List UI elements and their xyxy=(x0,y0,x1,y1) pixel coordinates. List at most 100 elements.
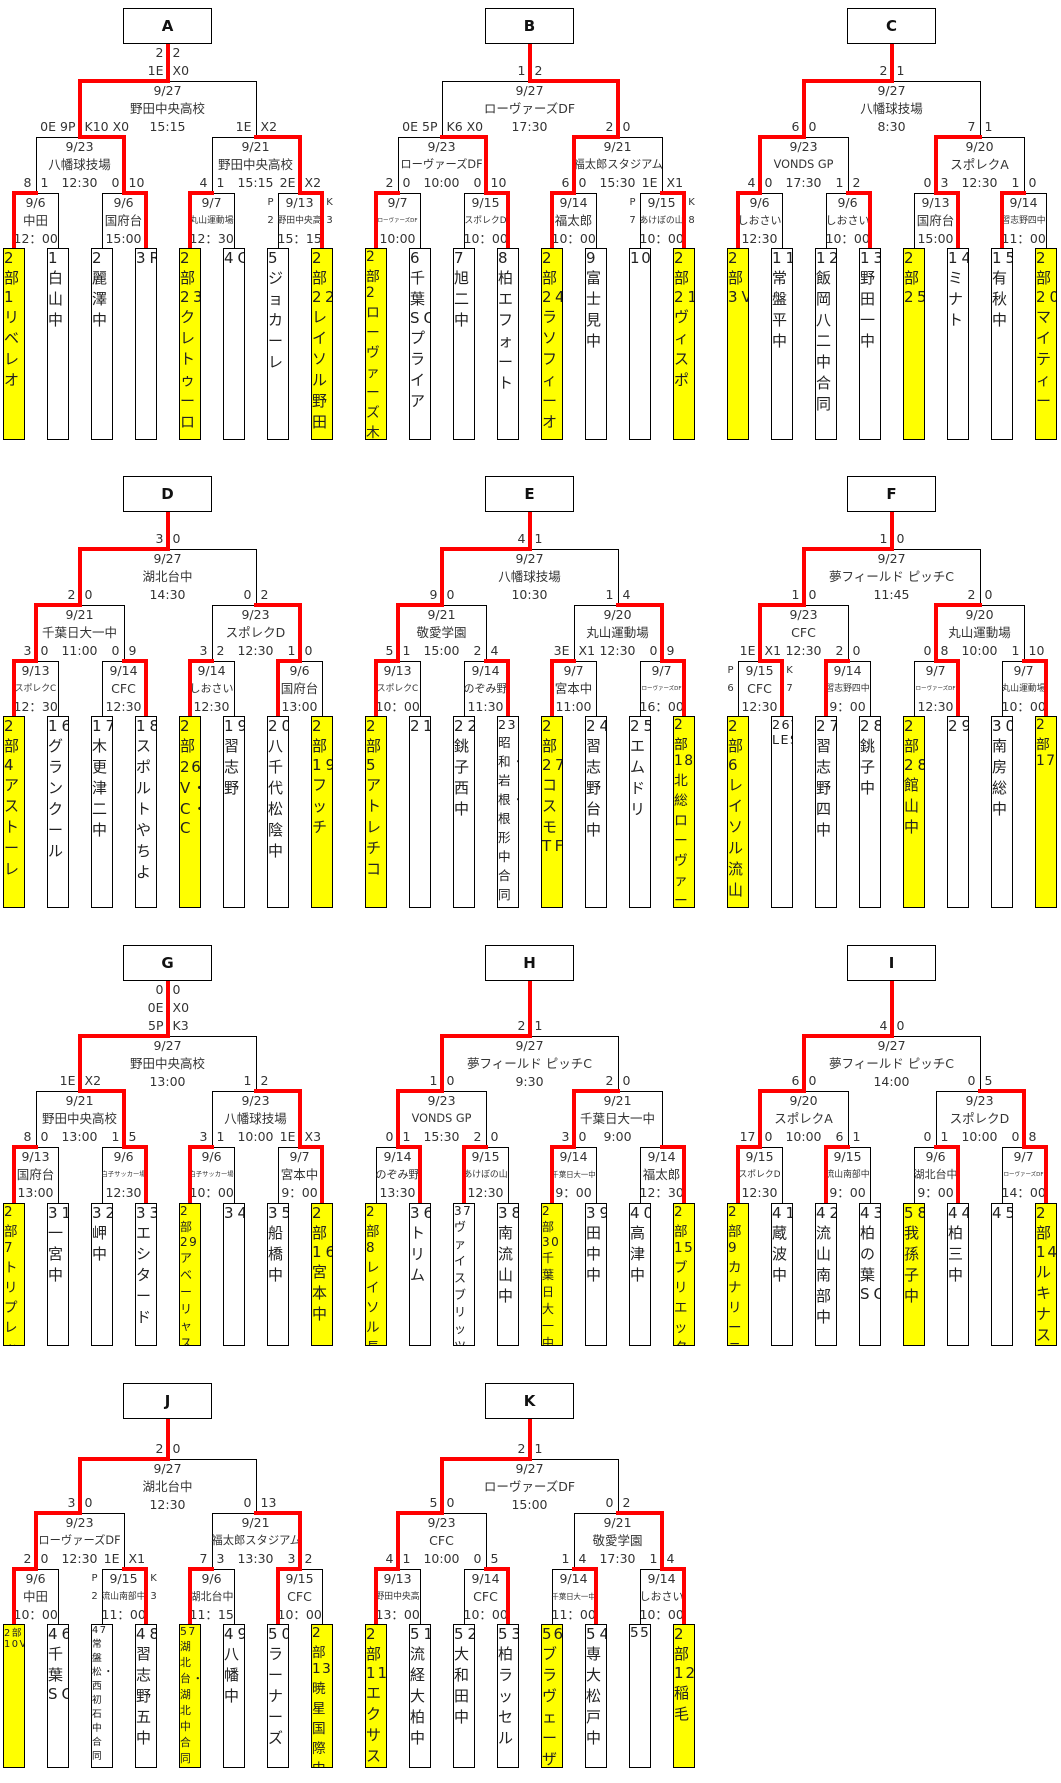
team-box[interactable]: 30南房総中 xyxy=(991,716,1013,908)
team-box[interactable]: 37ヴァイスブリッツ xyxy=(453,1203,475,1346)
team-box[interactable]: 2部4アストーレ xyxy=(3,716,25,908)
team-box[interactable]: 2部2ローヴァーズ木更津 xyxy=(365,248,387,440)
team-box[interactable]: 58我孫子中 xyxy=(903,1203,925,1346)
team-box[interactable]: 33エシタード xyxy=(135,1203,157,1346)
team-box[interactable]: 2部3VONDS xyxy=(727,248,749,440)
team-box[interactable]: 26VERDY LESTE xyxy=(771,716,793,908)
team-box[interactable]: 2部20マイティー xyxy=(1035,248,1057,440)
team-box[interactable]: 38南流山中 xyxy=(497,1203,519,1346)
team-box[interactable]: 13野田一中 xyxy=(859,248,881,440)
bracket-line xyxy=(463,193,487,194)
team-box[interactable]: 53柏ラッセル xyxy=(497,1624,519,1768)
bracket-line xyxy=(35,137,37,194)
match-venue: CFC xyxy=(111,681,136,696)
team-box[interactable]: 2部5アトレチコ xyxy=(365,716,387,908)
team-box[interactable]: 20八千代松陰中 xyxy=(267,716,289,908)
team-box[interactable]: 40高津中 xyxy=(629,1203,651,1346)
team-box[interactable]: 2部28館山中 xyxy=(903,716,925,908)
team-box[interactable]: 56ブラヴェーザ xyxy=(541,1624,563,1768)
team-box[interactable]: 2部9カナリーニョ xyxy=(727,1203,749,1346)
winner-path-line xyxy=(33,1511,82,1515)
team-box[interactable]: 39田中中 xyxy=(585,1203,607,1346)
team-box[interactable]: 1白山中 xyxy=(47,248,69,440)
team-box[interactable]: 2部11エクサス xyxy=(365,1624,387,1768)
team-box[interactable]: 2部1リベレオ xyxy=(3,248,25,440)
team-box[interactable]: 2部17HANAZONO xyxy=(1035,716,1057,908)
team-box[interactable]: 48習志野五中 xyxy=(135,1624,157,1768)
team-box[interactable]: 51流経大柏中 xyxy=(409,1624,431,1768)
team-box[interactable]: 43柏の葉SC xyxy=(859,1203,881,1346)
team-box[interactable]: 2麗澤中 xyxy=(91,248,113,440)
team-box[interactable]: 2部18北総ローヴァーズ xyxy=(673,716,695,908)
team-box[interactable]: 44柏三中 xyxy=(947,1203,969,1346)
team-box[interactable]: 19FC習志野 xyxy=(223,716,245,908)
team-box[interactable]: 2部13暁星国際中 xyxy=(311,1624,333,1768)
team-box[interactable]: 2部29アベーリャス xyxy=(179,1203,201,1346)
team-box[interactable]: 47常盤松・西初石中合同 xyxy=(91,1624,113,1768)
team-box[interactable]: 36トリム xyxy=(409,1203,431,1346)
team-box[interactable]: 14ミナト xyxy=(947,248,969,440)
team-box[interactable]: 2部30千葉日大一中 xyxy=(541,1203,563,1346)
team-box[interactable]: 2部23クレトゥーロ xyxy=(179,248,201,440)
team-box[interactable]: 2部8レイソル長生 xyxy=(365,1203,387,1346)
team-box[interactable]: 11常盤平中 xyxy=(771,248,793,440)
team-box[interactable]: 2部25FELICE xyxy=(903,248,925,440)
team-box[interactable]: 31一宮中 xyxy=(47,1203,69,1346)
team-box[interactable]: 23昭和・岩根・根形中合同 xyxy=(497,716,519,908)
team-box[interactable]: 2部26M・V・C・C xyxy=(179,716,201,908)
team-box[interactable]: 2部12FC稲毛 xyxy=(673,1624,695,1768)
team-box[interactable]: 2部15ブリエッタ xyxy=(673,1203,695,1346)
team-box[interactable]: 2部10VIVAIO06 xyxy=(3,1624,25,1768)
team-box[interactable]: 46千葉SC xyxy=(47,1624,69,1768)
team-box[interactable]: 2部7トリプレッタ xyxy=(3,1203,25,1346)
team-box[interactable]: 29TJFA xyxy=(947,716,969,908)
quarterfinal-score-left: 5 xyxy=(385,643,394,658)
team-box[interactable]: 25エムドリ xyxy=(629,716,651,908)
bracket-line xyxy=(463,661,487,662)
team-box[interactable]: 12飯岡・八二中合同 xyxy=(815,248,837,440)
match-date: 9/21 xyxy=(241,1515,270,1530)
team-box[interactable]: 6千葉SCプライア xyxy=(409,248,431,440)
team-box[interactable]: 45MINDS xyxy=(991,1203,1013,1346)
team-box[interactable]: 2部22レイソル野田 xyxy=(311,248,333,440)
team-box[interactable]: 2部27コスモTFC xyxy=(541,716,563,908)
team-box[interactable]: 18スポルトやちよ xyxy=(135,716,157,908)
team-box[interactable]: 55ARTISTA xyxy=(629,1624,651,1768)
team-box[interactable]: 15有秋中 xyxy=(991,248,1013,440)
team-box[interactable]: 4GARRAÇA xyxy=(223,248,245,440)
team-box[interactable]: 41蔵波中 xyxy=(771,1203,793,1346)
team-box[interactable]: 2部19フッチ xyxy=(311,716,333,908)
team-box[interactable]: 2部21ヴィスポ xyxy=(673,248,695,440)
team-box[interactable]: 35船橋中 xyxy=(267,1203,289,1346)
team-box[interactable]: 3REFORMA xyxy=(135,248,157,440)
team-box[interactable]: 34Kz xyxy=(223,1203,245,1346)
team-box[interactable]: 2部6レイソル流山 xyxy=(727,716,749,908)
team-box[interactable]: 50ラーナーズ xyxy=(267,1624,289,1768)
semifinal-score-right: 2 xyxy=(260,587,269,602)
team-box[interactable]: 28銚子中 xyxy=(859,716,881,908)
team-box[interactable]: 17木更津二中 xyxy=(91,716,113,908)
team-box[interactable]: 32岬中 xyxy=(91,1203,113,1346)
team-box[interactable]: 9富士見中 xyxy=(585,248,607,440)
team-box[interactable]: 52大和田中 xyxy=(453,1624,475,1768)
team-box[interactable]: 5ジョカーレ xyxy=(267,248,289,440)
match-venue: スポレクC xyxy=(14,684,57,694)
team-box[interactable]: 2部24ラソフィーオ xyxy=(541,248,563,440)
match-time: 12:30 xyxy=(105,1185,142,1200)
team-box[interactable]: 7旭二中 xyxy=(453,248,475,440)
team-box[interactable]: 57湖北台・湖北中合同 xyxy=(179,1624,201,1768)
team-box[interactable]: 10LibeLarte xyxy=(629,248,651,440)
team-box[interactable]: 16グランクール xyxy=(47,716,69,908)
team-box[interactable]: 42流山南部中 xyxy=(815,1203,837,1346)
team-box[interactable]: 8柏エフォート xyxy=(497,248,519,440)
team-box[interactable]: 2部14ルキナス xyxy=(1035,1203,1057,1346)
team-box[interactable]: 24習志野台中 xyxy=(585,716,607,908)
team-box[interactable]: 49八幡中 xyxy=(223,1624,245,1768)
team-box[interactable]: 27習志野四中 xyxy=(815,716,837,908)
team-box[interactable]: 54専大松戸中 xyxy=(585,1624,607,1768)
team-box[interactable]: 21KAMAGAYA xyxy=(409,716,431,908)
team-box[interactable]: 2部16宮本中 xyxy=(311,1203,333,1346)
